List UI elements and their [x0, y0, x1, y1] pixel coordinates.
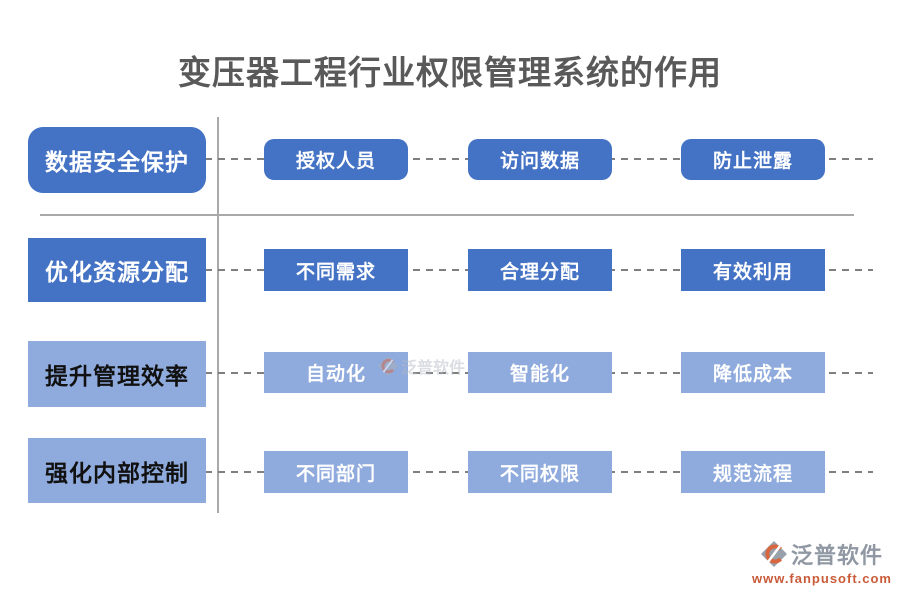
action-box: 不同需求	[264, 249, 408, 291]
action-box: 授权人员	[264, 139, 408, 180]
action-box: 规范流程	[681, 451, 825, 493]
center-watermark-brand: 泛普软件	[401, 360, 466, 377]
action-box: 合理分配	[468, 249, 612, 291]
corner-watermark-site: www.fanpusoft.com	[751, 571, 892, 586]
fanpu-logo-icon	[760, 541, 787, 567]
category-label-management-efficiency: 提升管理效率	[28, 341, 206, 407]
action-box: 不同部门	[264, 451, 408, 493]
category-label-data-security: 数据安全保护	[28, 127, 206, 193]
category-label-internal-control: 强化内部控制	[28, 438, 206, 503]
center-watermark: 泛普软件	[378, 354, 465, 378]
action-box: 不同权限	[468, 451, 612, 493]
action-box: 降低成本	[681, 352, 825, 393]
page-title: 变压器工程行业权限管理系统的作用	[178, 54, 722, 91]
corner-watermark: 泛普软件 www.fanpusoft.com	[752, 538, 892, 586]
fanpu-logo-icon	[378, 356, 398, 376]
vertical-divider-line	[217, 117, 219, 513]
action-box: 有效利用	[681, 249, 825, 291]
horizontal-divider-line	[40, 214, 854, 216]
corner-watermark-brand: 泛普软件	[790, 543, 883, 568]
action-box: 访问数据	[468, 139, 612, 180]
action-box: 防止泄露	[681, 139, 825, 180]
action-box: 智能化	[468, 352, 612, 393]
category-label-resource-allocation: 优化资源分配	[28, 238, 206, 302]
